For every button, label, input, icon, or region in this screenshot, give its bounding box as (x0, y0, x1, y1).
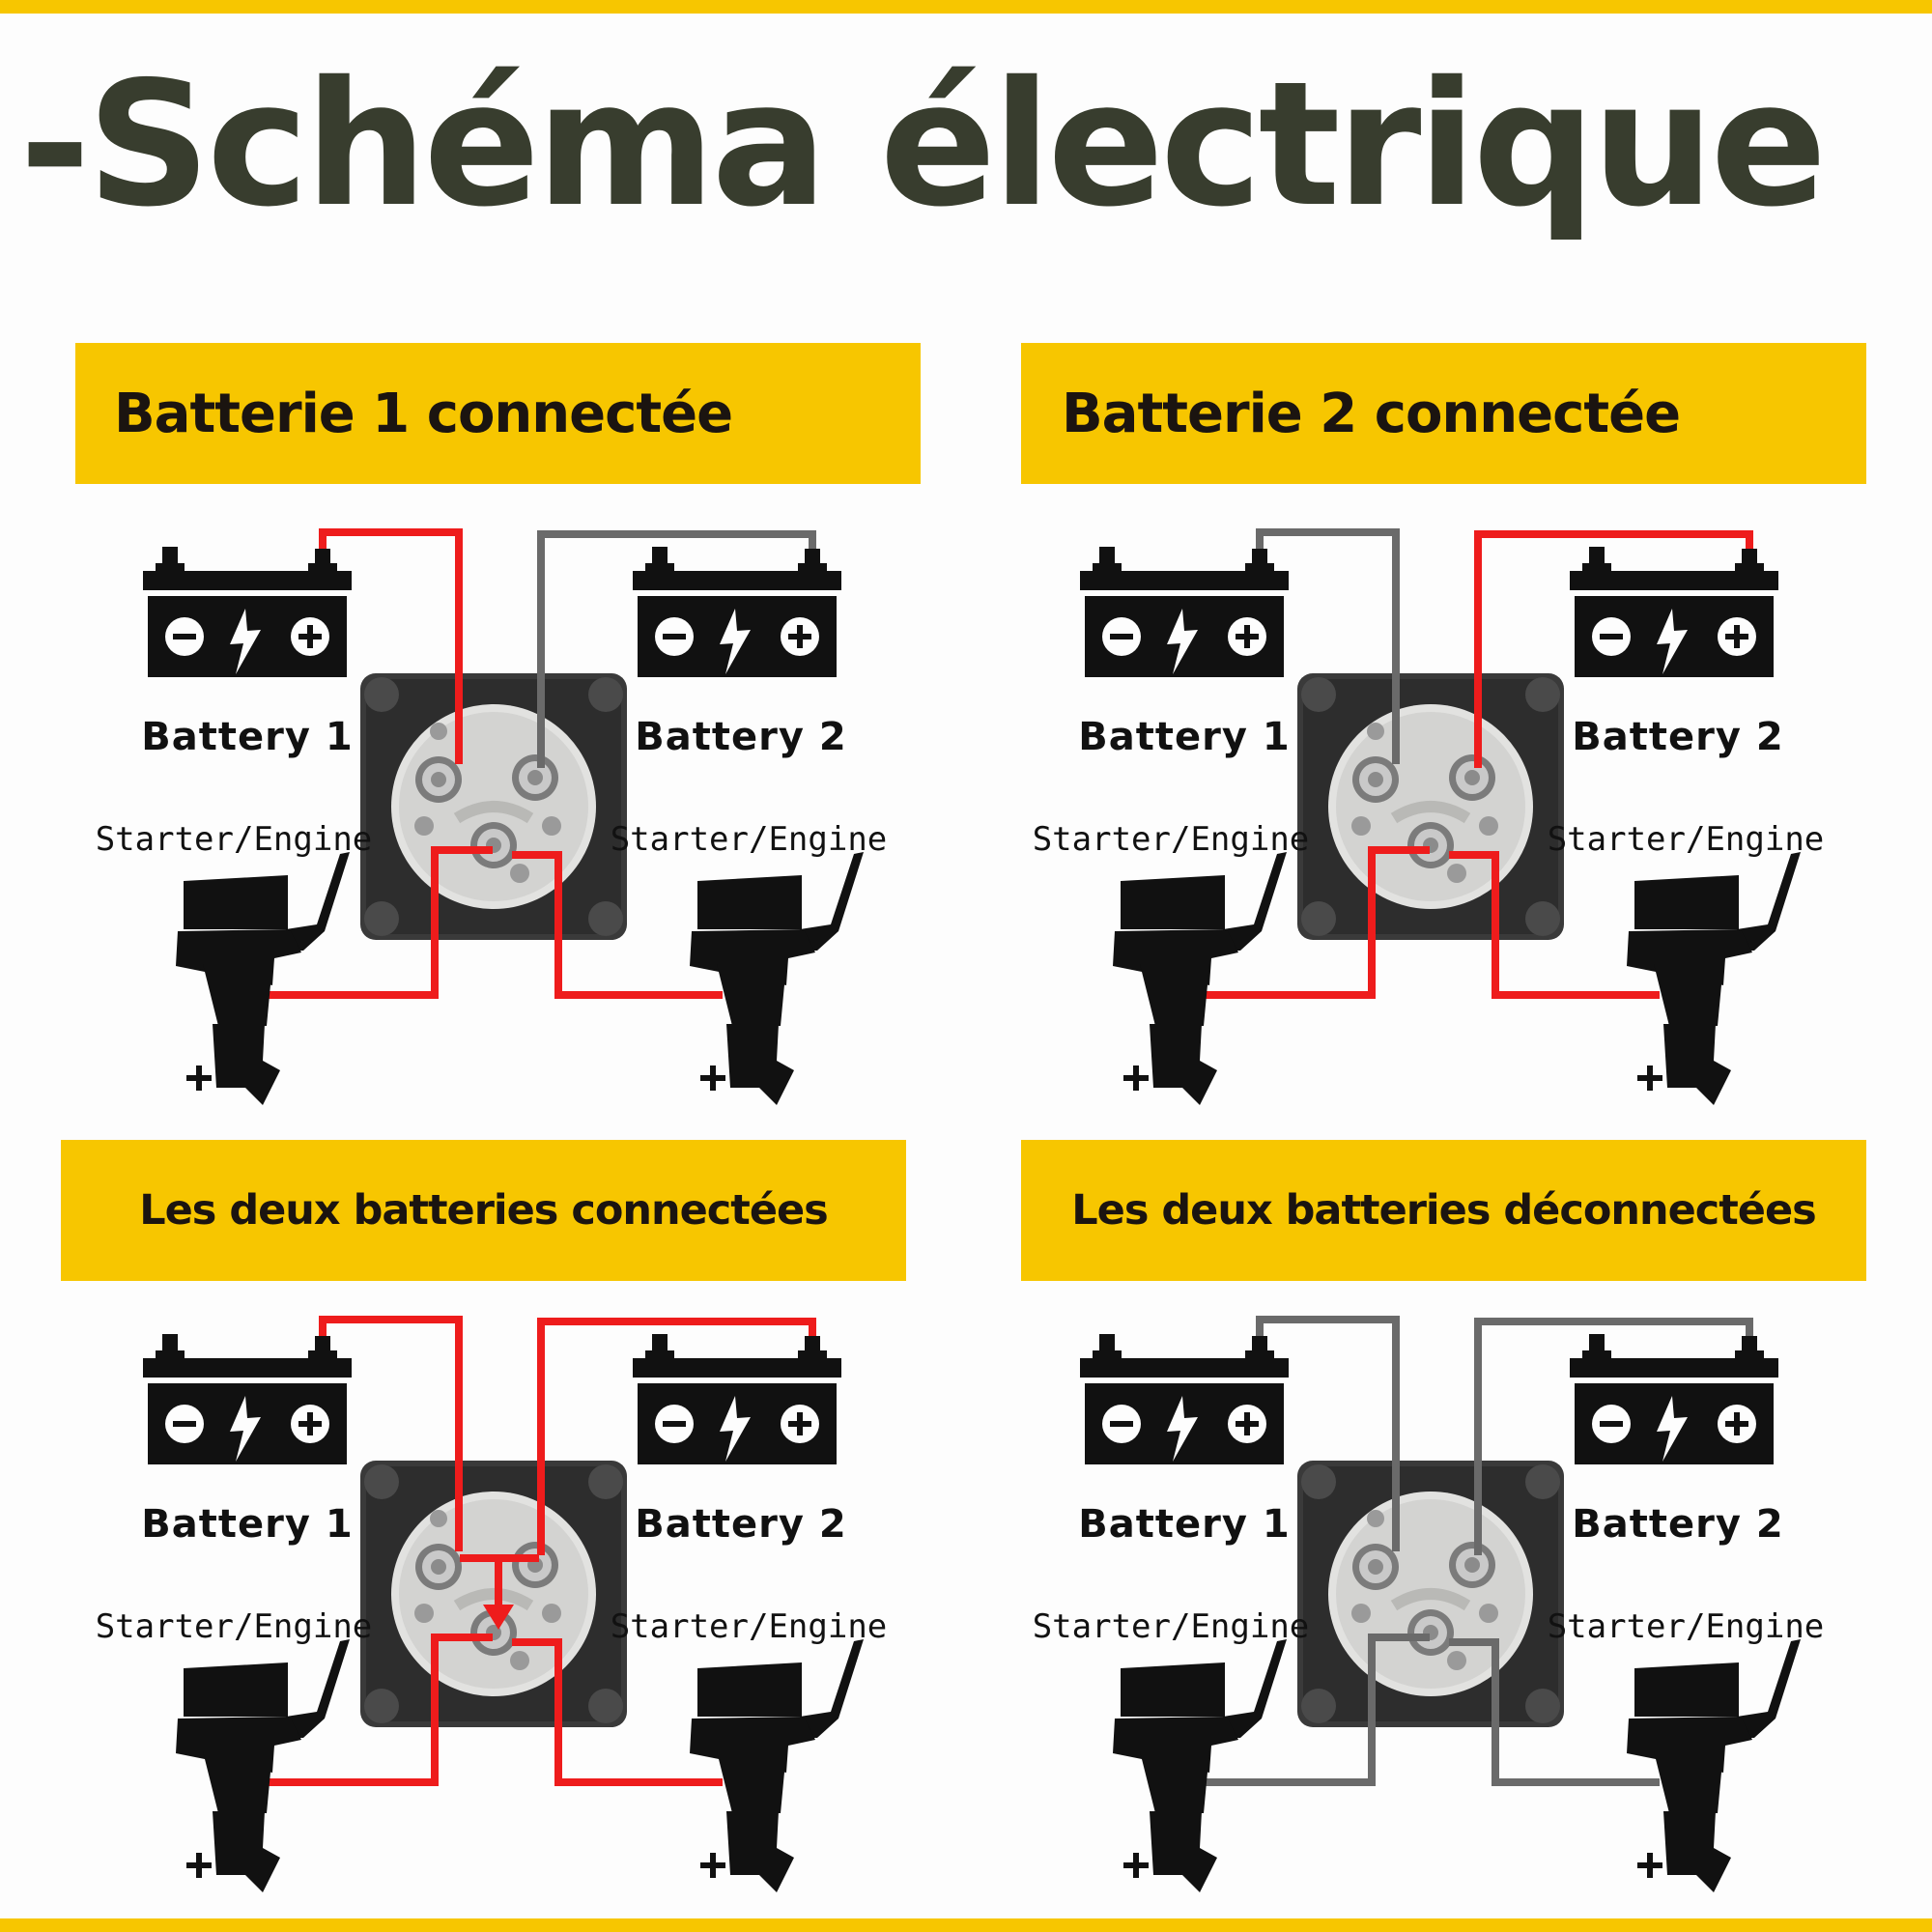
wire-engine-left (1198, 846, 1430, 999)
battery-1-icon (143, 547, 352, 677)
battery-switch (360, 673, 627, 940)
engine-left-label: Starter/Engine (1033, 1607, 1310, 1646)
engine-left-icon (1113, 1639, 1287, 1892)
page-title: -Schéma électrique (19, 44, 1827, 244)
battery-2-label: Battery 2 (635, 1502, 846, 1547)
engine-right-label: Starter/Engine (611, 1607, 888, 1646)
panel-2-banner: Batterie 2 connectée (1021, 343, 1866, 484)
battery-1-icon (1080, 547, 1289, 677)
battery-1-icon (1080, 1334, 1289, 1464)
battery-1-label: Battery 1 (141, 715, 353, 759)
battery-switch (1297, 1461, 1564, 1727)
wire-engine-right (512, 1638, 723, 1786)
panel-1-diagram: Battery 1 Battery 2 Starter/Engine Starter/… (96, 528, 888, 1105)
battery-2-label: Battery 2 (1572, 715, 1783, 759)
bridge-arrow-head (483, 1605, 514, 1630)
panel-1-banner: Batterie 1 connectée (75, 343, 921, 484)
panel-3-banner: Les deux batteries connectées (61, 1140, 906, 1281)
top-accent-bar (0, 0, 1932, 14)
wire-engine-right (512, 851, 723, 999)
engine-left-icon (176, 1639, 350, 1892)
engine-right-icon (1627, 852, 1801, 1105)
battery-2-icon (633, 547, 841, 677)
battery-2-label: Battery 2 (635, 715, 846, 759)
engine-right-label: Starter/Engine (1548, 820, 1825, 859)
battery-2-icon (1570, 547, 1778, 677)
battery-1-label: Battery 1 (1078, 1502, 1290, 1547)
battery-1-icon (143, 1334, 352, 1464)
wire-engine-right (1449, 851, 1660, 999)
engine-left-label: Starter/Engine (96, 1607, 373, 1646)
panel-2-diagram: Battery 1 Battery 2 Starter/Engine Starter/… (1033, 528, 1825, 1105)
wire-engine-left (261, 1634, 493, 1786)
wire-engine-left (1198, 1634, 1430, 1786)
panel-3-diagram: Battery 1 Battery 2 Starter/Engine Starter/… (96, 1316, 888, 1892)
panel-3-heading: Les deux batteries connectées (139, 1186, 829, 1235)
battery-switch (1297, 673, 1564, 940)
engine-right-label: Starter/Engine (1548, 1607, 1825, 1646)
wire-engine-left (261, 846, 493, 999)
engine-left-icon (1113, 852, 1287, 1105)
battery-2-icon (1570, 1334, 1778, 1464)
engine-left-label: Starter/Engine (1033, 820, 1310, 859)
panel-4-banner: Les deux batteries déconnectées (1021, 1140, 1866, 1281)
bottom-accent-bar (0, 1918, 1932, 1932)
engine-right-label: Starter/Engine (611, 820, 888, 859)
panel-2-heading: Batterie 2 connectée (1062, 382, 1681, 445)
engine-right-icon (1627, 1639, 1801, 1892)
wire-engine-right (1449, 1638, 1660, 1786)
battery-2-icon (633, 1334, 841, 1464)
panel-1-heading: Batterie 1 connectée (114, 382, 733, 445)
battery-1-label: Battery 1 (1078, 715, 1290, 759)
engine-right-icon (690, 1639, 864, 1892)
engine-left-icon (176, 852, 350, 1105)
battery-switch (360, 1461, 627, 1727)
battery-1-label: Battery 1 (141, 1502, 353, 1547)
engine-right-icon (690, 852, 864, 1105)
panel-4-heading: Les deux batteries déconnectées (1071, 1186, 1816, 1235)
panel-4-diagram: Battery 1 Battery 2 Starter/Engine Starter/… (1033, 1316, 1825, 1892)
engine-left-label: Starter/Engine (96, 820, 373, 859)
battery-2-label: Battery 2 (1572, 1502, 1783, 1547)
